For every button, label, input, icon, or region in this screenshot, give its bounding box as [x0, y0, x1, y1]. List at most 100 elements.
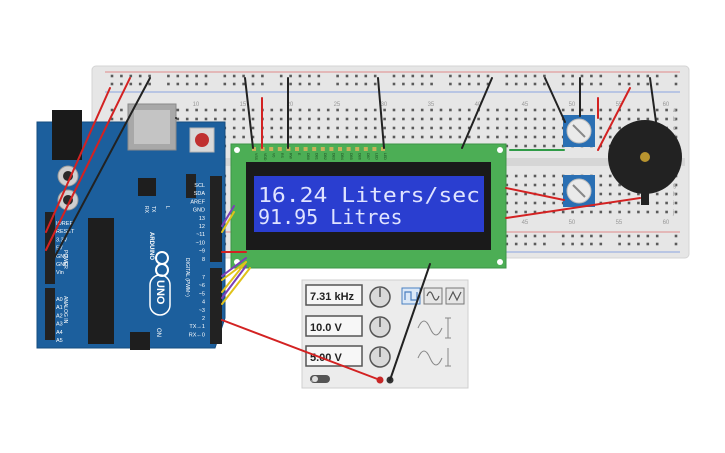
breadboard-hole[interactable]: [496, 117, 499, 121]
breadboard-hole[interactable]: [543, 117, 546, 121]
lcd-pin[interactable]: [355, 147, 360, 151]
breadboard-hole[interactable]: [486, 126, 490, 130]
breadboard-hole[interactable]: [383, 108, 386, 112]
breadboard-hole[interactable]: [129, 82, 133, 86]
lcd-pin[interactable]: [312, 147, 317, 151]
breadboard-hole[interactable]: [449, 117, 452, 121]
breadboard-hole[interactable]: [637, 201, 640, 205]
breadboard-hole[interactable]: [599, 135, 603, 139]
breadboard-hole[interactable]: [242, 117, 245, 121]
breadboard-hole[interactable]: [420, 135, 424, 139]
breadboard-hole[interactable]: [242, 74, 245, 78]
breadboard-hole[interactable]: [580, 234, 584, 238]
lcd-pin[interactable]: [338, 147, 342, 151]
breadboard-hole[interactable]: [674, 210, 678, 214]
breadboard-hole[interactable]: [232, 117, 236, 121]
breadboard-hole[interactable]: [298, 135, 302, 139]
breadboard-hole[interactable]: [176, 108, 180, 112]
breadboard-hole[interactable]: [627, 242, 631, 246]
breadboard-hole[interactable]: [110, 82, 114, 86]
breadboard-hole[interactable]: [110, 117, 114, 121]
breadboard-hole[interactable]: [430, 82, 433, 86]
breadboard-hole[interactable]: [204, 82, 208, 86]
breadboard-hole[interactable]: [373, 108, 377, 112]
breadboard-hole[interactable]: [402, 74, 405, 78]
function-generator[interactable]: 7.31 kHz 10.0 V 5.00 V: [301, 279, 469, 389]
breadboard-hole[interactable]: [552, 201, 556, 205]
breadboard-hole[interactable]: [138, 82, 142, 86]
breadboard-hole[interactable]: [524, 192, 527, 196]
breadboard-hole[interactable]: [505, 74, 509, 78]
breadboard-hole[interactable]: [467, 126, 471, 130]
breadboard-hole[interactable]: [477, 117, 480, 121]
breadboard-hole[interactable]: [524, 126, 527, 130]
breadboard-hole[interactable]: [543, 242, 546, 246]
breadboard-hole[interactable]: [618, 126, 621, 130]
breadboard-hole[interactable]: [674, 117, 678, 121]
breadboard-hole[interactable]: [543, 144, 546, 148]
breadboard-hole[interactable]: [674, 242, 678, 246]
breadboard-hole[interactable]: [477, 82, 480, 86]
breadboard-hole[interactable]: [552, 210, 556, 214]
breadboard-hole[interactable]: [308, 135, 311, 139]
breadboard-hole[interactable]: [308, 126, 311, 130]
breadboard-hole[interactable]: [533, 74, 537, 78]
breadboard-hole[interactable]: [449, 135, 452, 139]
breadboard-hole[interactable]: [411, 108, 415, 112]
breadboard-hole[interactable]: [505, 183, 509, 187]
breadboard-hole[interactable]: [317, 117, 321, 121]
breadboard-hole[interactable]: [524, 108, 527, 112]
breadboard-hole[interactable]: [655, 74, 659, 78]
lcd-pin[interactable]: [295, 147, 299, 151]
breadboard-hole[interactable]: [599, 174, 603, 178]
breadboard-hole[interactable]: [439, 126, 443, 130]
breadboard-hole[interactable]: [355, 135, 358, 139]
breadboard-hole[interactable]: [308, 117, 311, 121]
breadboard-hole[interactable]: [543, 201, 546, 205]
offset-knob[interactable]: [369, 346, 391, 368]
breadboard-hole[interactable]: [543, 234, 546, 238]
breadboard-hole[interactable]: [590, 108, 593, 112]
breadboard-hole[interactable]: [561, 242, 565, 246]
power-switch[interactable]: [310, 375, 330, 383]
breadboard-hole[interactable]: [420, 82, 424, 86]
breadboard-hole[interactable]: [279, 117, 283, 121]
breadboard-hole[interactable]: [251, 74, 255, 78]
breadboard-hole[interactable]: [552, 144, 556, 148]
breadboard-hole[interactable]: [355, 126, 358, 130]
breadboard-hole[interactable]: [533, 183, 537, 187]
breadboard-hole[interactable]: [590, 210, 593, 214]
breadboard-hole[interactable]: [505, 242, 509, 246]
breadboard-hole[interactable]: [543, 183, 546, 187]
breadboard-hole[interactable]: [618, 183, 621, 187]
breadboard-hole[interactable]: [533, 210, 537, 214]
breadboard-hole[interactable]: [618, 201, 621, 205]
breadboard-hole[interactable]: [232, 108, 236, 112]
breadboard-hole[interactable]: [524, 135, 527, 139]
breadboard-hole[interactable]: [608, 135, 612, 139]
breadboard-hole[interactable]: [120, 74, 123, 78]
breadboard-hole[interactable]: [590, 82, 593, 86]
breadboard-hole[interactable]: [524, 183, 527, 187]
breadboard-hole[interactable]: [561, 234, 565, 238]
breadboard-hole[interactable]: [533, 126, 537, 130]
breadboard-hole[interactable]: [458, 135, 462, 139]
breadboard-hole[interactable]: [514, 192, 518, 196]
breadboard-hole[interactable]: [599, 192, 603, 196]
breadboard-hole[interactable]: [279, 108, 283, 112]
breadboard-hole[interactable]: [232, 82, 236, 86]
breadboard-hole[interactable]: [637, 234, 640, 238]
breadboard-hole[interactable]: [665, 117, 668, 121]
breadboard-hole[interactable]: [289, 82, 292, 86]
breadboard-hole[interactable]: [514, 126, 518, 130]
breadboard-hole[interactable]: [627, 192, 631, 196]
breadboard-hole[interactable]: [674, 108, 678, 112]
breadboard-hole[interactable]: [185, 108, 189, 112]
breadboard-hole[interactable]: [364, 74, 368, 78]
lcd-pin[interactable]: [303, 147, 308, 151]
breadboard-hole[interactable]: [608, 192, 612, 196]
breadboard-hole[interactable]: [195, 108, 198, 112]
breadboard-hole[interactable]: [430, 135, 433, 139]
breadboard-hole[interactable]: [336, 135, 339, 139]
breadboard-hole[interactable]: [336, 117, 339, 121]
